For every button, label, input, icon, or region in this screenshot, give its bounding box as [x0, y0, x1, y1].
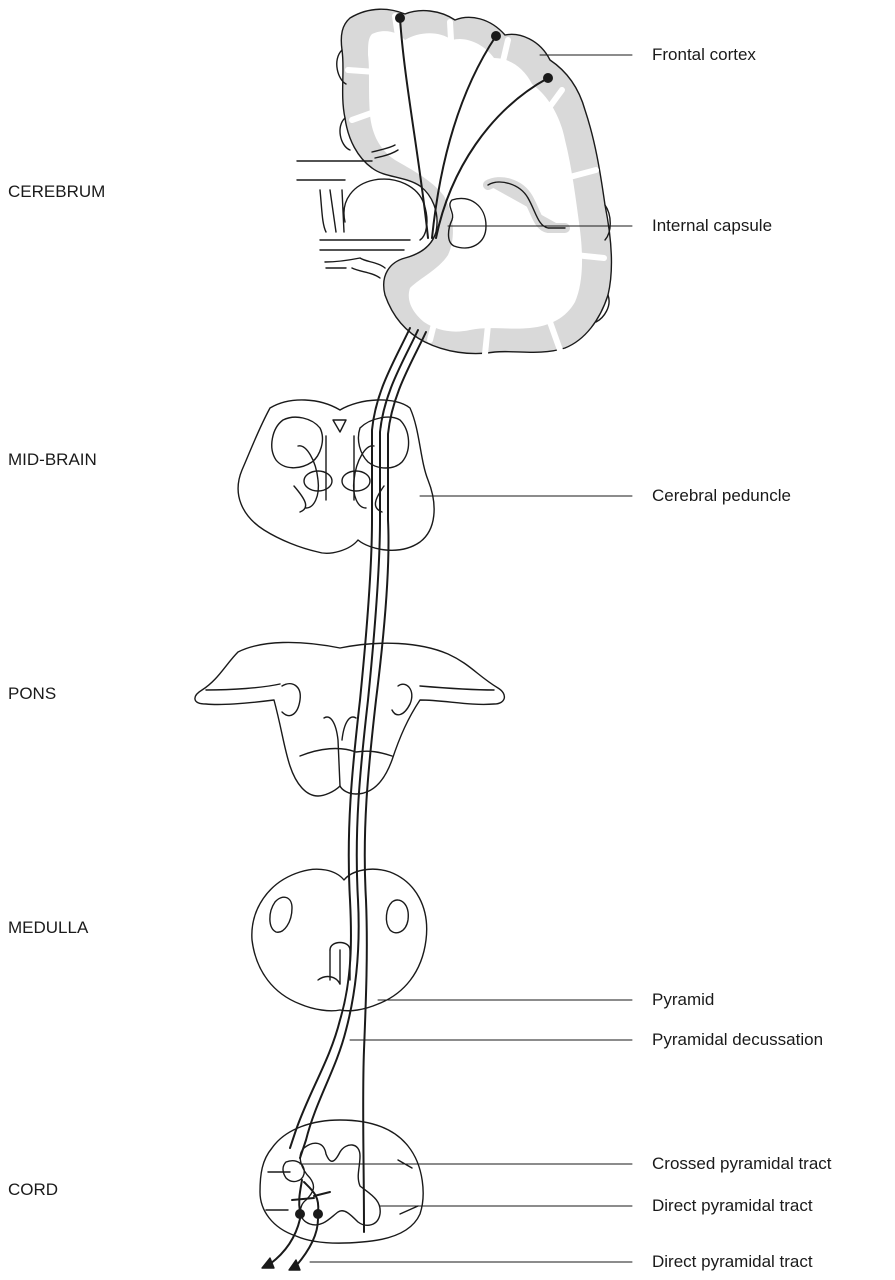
- arrowhead-right: [289, 1260, 300, 1270]
- red-nucleus-right: [342, 471, 370, 491]
- optic-region: [325, 258, 385, 278]
- pontine-fibres: [300, 749, 392, 756]
- level-label-medulla: MEDULLA: [8, 918, 88, 938]
- thalamus: [344, 179, 427, 240]
- middle-cerebellar-peduncle: [206, 684, 280, 690]
- upper-motor-neuron-cell-body: [491, 31, 501, 41]
- cerebral-aqueduct: [333, 420, 346, 432]
- level-label-midbrain: MID-BRAIN: [8, 450, 97, 470]
- medulla-fibre: [318, 977, 340, 984]
- midbrain-section: [238, 400, 632, 553]
- pons-midline: [324, 717, 356, 786]
- pons-nucleus-right: [392, 684, 412, 715]
- cerebrum-section: [297, 9, 632, 354]
- spinal-cord-section: [260, 1120, 632, 1270]
- callout-direct-pyramidal-tract-lower: Direct pyramidal tract: [652, 1252, 813, 1272]
- substantia-nigra-left: [298, 446, 318, 508]
- spinal-cord-outline: [260, 1120, 423, 1243]
- callout-cerebral-peduncle: Cerebral peduncle: [652, 486, 791, 506]
- peduncle-fibre: [294, 486, 306, 512]
- level-label-cord: CORD: [8, 1180, 58, 1200]
- olive-left: [270, 897, 292, 932]
- pons-outline: [195, 642, 504, 796]
- substantia-nigra-right: [354, 446, 374, 508]
- level-label-pons: PONS: [8, 684, 56, 704]
- callout-pyramidal-decussation: Pyramidal decussation: [652, 1030, 823, 1050]
- upper-motor-neuron-cell-body: [543, 73, 553, 83]
- direct-tract-terminal: [304, 1182, 318, 1212]
- middle-cerebellar-peduncle: [420, 686, 494, 690]
- sulcus: [348, 70, 376, 72]
- lower-motor-neuron-right: [313, 1209, 323, 1219]
- medulla-outline: [252, 869, 427, 1011]
- pons-nucleus-left: [282, 684, 300, 716]
- efferent-axon-right: [296, 1219, 318, 1266]
- sulcus: [450, 22, 452, 58]
- sulcus: [575, 255, 604, 258]
- upper-motor-neuron-cell-body: [395, 13, 405, 23]
- lower-motor-neuron-left: [295, 1209, 305, 1219]
- pyramid-top: [330, 943, 350, 951]
- left-tegmentum: [272, 417, 323, 468]
- sulcus: [485, 325, 488, 354]
- callout-internal-capsule: Internal capsule: [652, 216, 772, 236]
- efferent-axon-left: [270, 1219, 300, 1264]
- midbrain-outline: [238, 400, 434, 553]
- callout-pyramid: Pyramid: [652, 990, 714, 1010]
- callout-frontal-cortex: Frontal cortex: [652, 45, 756, 65]
- level-label-cerebrum: CEREBRUM: [8, 182, 105, 202]
- pons-section: [195, 642, 504, 796]
- callout-direct-pyramidal-tract: Direct pyramidal tract: [652, 1196, 813, 1216]
- right-tegmentum: [358, 417, 408, 468]
- spinal-grey-matter: [300, 1143, 380, 1225]
- medulla-section: [252, 869, 632, 1011]
- callout-crossed-pyramidal-tract: Crossed pyramidal tract: [652, 1154, 832, 1174]
- pyramid-fibres: [330, 950, 350, 984]
- olive-right: [386, 900, 408, 933]
- arrowhead-left: [262, 1258, 274, 1268]
